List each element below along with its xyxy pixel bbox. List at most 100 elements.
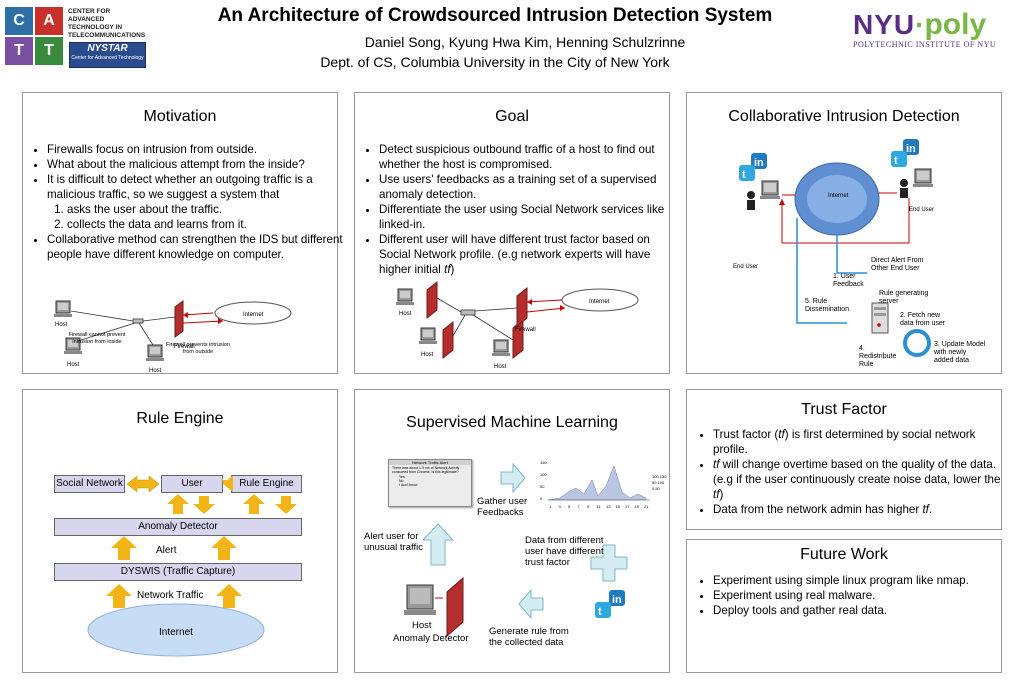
internet-cloud xyxy=(214,301,292,325)
fetch-label: 2. Fetch new data from user xyxy=(900,312,946,327)
chart-legend-3: 0.50 xyxy=(652,486,661,491)
arrow-right-icon xyxy=(500,462,526,494)
trust-bullet-1: Trust factor (tf) is first determined by… xyxy=(713,427,1003,457)
host-label: Host xyxy=(399,311,412,317)
chart-x-tick: 11 xyxy=(597,504,602,509)
server-icon xyxy=(871,302,889,334)
option-idk[interactable]: I don't know xyxy=(399,483,418,487)
goal-bullet-4: Different user will have different trust… xyxy=(379,232,669,277)
update-cycle-icon xyxy=(903,329,931,357)
generate-rule-label: Generate rule from the collected data xyxy=(489,626,569,648)
motivation-bullet-4: Collaborative method can strengthen the … xyxy=(47,232,353,262)
switch-icon xyxy=(460,309,476,316)
goal-bullet-2: Use users' feedbacks as a training set o… xyxy=(379,172,669,202)
motivation-bullet-3: It is difficult to detect whether an out… xyxy=(47,172,353,232)
rule-dissemination-label: 5. Rule Dissemination xyxy=(805,298,849,313)
option-no[interactable]: No xyxy=(399,479,404,483)
internet-label: Internet xyxy=(828,193,849,199)
svg-text:t: t xyxy=(742,169,746,181)
motivation-diagram: Internet Host Host Host Firewall xyxy=(54,300,292,373)
motivation-sub-2: collects the data and learns from it. xyxy=(67,217,353,232)
rule-engine-panel: Rule Engine Social Network User Rule Eng… xyxy=(22,389,338,673)
poster-title: An Architecture of Crowdsourced Intrusio… xyxy=(217,5,773,26)
option-yes[interactable]: Yes xyxy=(399,475,405,479)
host-label: Host xyxy=(67,362,80,368)
svg-text:t: t xyxy=(894,155,898,167)
arrow-down-icon xyxy=(275,496,297,514)
motivation-bullet-2: What about the malicious attempt from th… xyxy=(47,157,353,172)
chart-x-tick: 3 xyxy=(559,504,562,509)
update-label: 3. Update Model with newly added data xyxy=(934,341,986,364)
chart-x-tick: 5 xyxy=(568,504,571,509)
goal-list: Detect suspicious outbound traffic of a … xyxy=(357,142,669,277)
gather-feedback-label: Gather user Feedbacks xyxy=(477,496,528,518)
sml-graphics: in t xyxy=(404,462,628,638)
svg-text:in: in xyxy=(612,594,622,606)
chart-x-tick: 9 xyxy=(587,504,590,509)
computer-icon xyxy=(492,339,510,356)
network-traffic-label: Network Traffic xyxy=(137,590,204,601)
arrow-up-icon xyxy=(111,536,137,560)
alert-label: Alert xyxy=(156,545,177,556)
user-icon xyxy=(900,179,908,198)
chart-legend-1: 100.150 xyxy=(652,474,667,479)
computer-icon xyxy=(396,288,414,305)
user-box: User xyxy=(161,475,223,493)
trust-panel: Trust Factor Trust factor (tf) is first … xyxy=(686,389,1002,530)
chart-legend-2: 50.100 xyxy=(652,480,665,485)
collab-title: Collaborative Intrusion Detection xyxy=(728,108,960,125)
computer-icon xyxy=(404,584,436,615)
arrow-up-icon xyxy=(211,536,237,560)
chart-y-tick: 150 xyxy=(540,460,547,465)
data-diff-label: Data from different user have different … xyxy=(525,535,604,568)
catt-text: CENTER FOR ADVANCED TECHNOLOGY IN TELECO… xyxy=(68,8,146,39)
arrow-up-icon xyxy=(167,494,189,514)
chart-x-tick: 21 xyxy=(644,504,649,509)
user-feedback-label: 1. User Feedback xyxy=(833,273,864,288)
twitter-icon: t xyxy=(595,602,611,618)
anomaly-label: Anomaly Detector xyxy=(393,633,469,644)
host-label: Host xyxy=(412,620,432,631)
trust-title: Trust Factor xyxy=(801,401,887,418)
future-bullet-3: Deploy tools and gather real data. xyxy=(713,603,1003,618)
linkedin-icon: in xyxy=(903,139,919,155)
motivation-title: Motivation xyxy=(143,108,217,125)
future-bullet-2: Experiment using real malware. xyxy=(713,588,1003,603)
goal-panel: Goal Detect suspicious outbound traffic … xyxy=(354,92,670,374)
host-label: Host xyxy=(55,322,68,328)
chart-x-tick: 17 xyxy=(625,504,630,509)
goal-bullet-1: Detect suspicious outbound traffic of a … xyxy=(379,142,669,172)
arrow-up-icon xyxy=(106,584,132,608)
dyswis-box: DYSWIS (Traffic Capture) xyxy=(54,563,302,581)
cannot-prevent-label: Firewall cannot prevent intrusion from i… xyxy=(68,332,126,345)
end-user-right: End User xyxy=(909,207,934,213)
catt-letter-t2: T xyxy=(35,37,63,65)
alert-dialog: Network Traffic Alert There was about 1.… xyxy=(388,459,472,507)
goal-title: Goal xyxy=(495,108,529,125)
linkedin-icon: in xyxy=(609,590,625,606)
arrow-up-icon xyxy=(243,494,265,514)
host-label: Host xyxy=(149,368,162,373)
future-list: Experiment using simple linux program li… xyxy=(691,573,1003,618)
goal-bullet-3: Differentiate the user using Social Netw… xyxy=(379,202,669,232)
computer-icon xyxy=(419,327,437,344)
sml-title: Supervised Machine Learning xyxy=(406,414,618,431)
chart-y-tick: 50 xyxy=(540,484,545,489)
firewall-icon xyxy=(426,280,438,320)
anomaly-detector-box: Anomaly Detector xyxy=(54,518,302,536)
rule-engine-title: Rule Engine xyxy=(136,410,224,427)
chart-x-tick: 19 xyxy=(635,504,640,509)
future-panel: Future Work Experiment using simple linu… xyxy=(686,539,1002,673)
firewall-label: Firewall xyxy=(515,327,536,333)
arrow-left-icon xyxy=(518,588,544,620)
firewall-icon xyxy=(442,320,454,360)
arrow-up-icon xyxy=(216,584,242,608)
internet-label: Internet xyxy=(589,299,610,305)
rule-server-label: Rule generating server xyxy=(879,290,929,305)
firewall-icon xyxy=(174,300,184,338)
switch-icon xyxy=(132,318,144,324)
catt-logo: C A T T xyxy=(5,7,63,65)
internet-cloud xyxy=(87,603,265,657)
